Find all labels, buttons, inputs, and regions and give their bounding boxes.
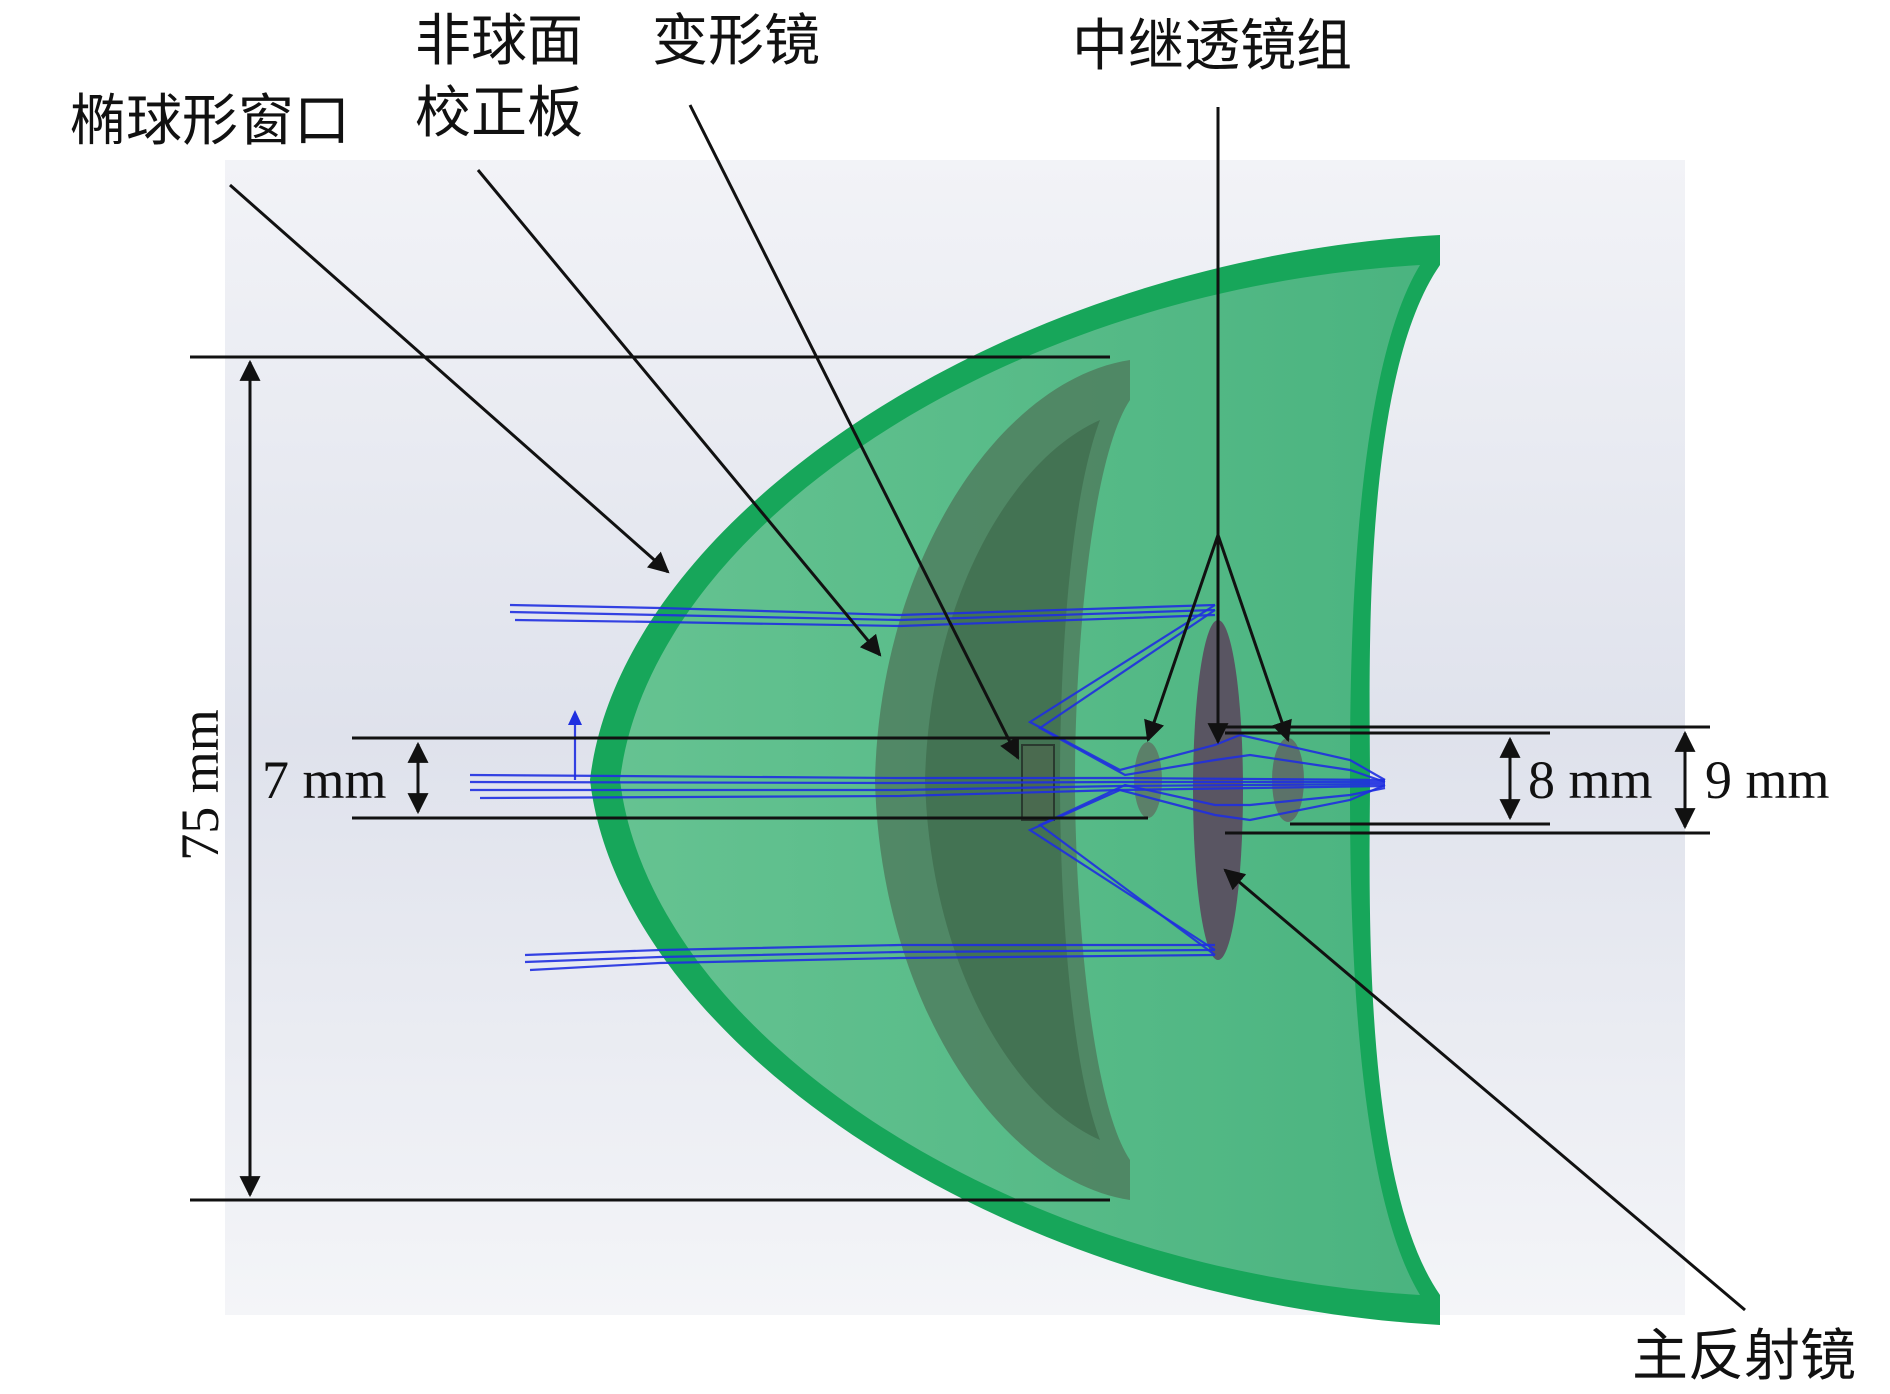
label-primary-mirror: 主反射镜 — [1632, 1324, 1856, 1389]
leader-deformable-mirror — [688, 104, 1020, 760]
leader-ellipsoidal-window — [229, 183, 670, 574]
dimension-9mm: 9 mm — [1225, 725, 1830, 835]
relay-lens-1 — [1134, 742, 1162, 818]
dimension-7mm-label: 7 mm — [262, 750, 387, 810]
dimension-8mm-label: 8 mm — [1528, 750, 1653, 810]
dimension-75mm: 75 mm — [170, 355, 1110, 1202]
leader-aspheric-corrector — [476, 169, 882, 657]
label-relay-lens-group: 中继透镜组 — [1072, 14, 1352, 79]
leader-relay-lens-c — [1216, 534, 1292, 742]
label-aspheric-corrector-line1: 非球面 — [415, 9, 583, 74]
label-ellipsoidal-window: 椭球形窗口 — [70, 89, 350, 154]
optical-rays — [469, 603, 1386, 972]
leader-relay-lens-a — [1144, 534, 1220, 742]
corrector-plate-inner-face — [925, 420, 1100, 1140]
dimension-9mm-label: 9 mm — [1705, 750, 1830, 810]
leader-primary-mirror — [1223, 868, 1746, 1312]
label-aspheric-corrector-line2: 校正板 — [415, 81, 583, 146]
label-deformable-mirror: 变形镜 — [652, 9, 820, 74]
dimension-75mm-label: 75 mm — [170, 709, 230, 861]
